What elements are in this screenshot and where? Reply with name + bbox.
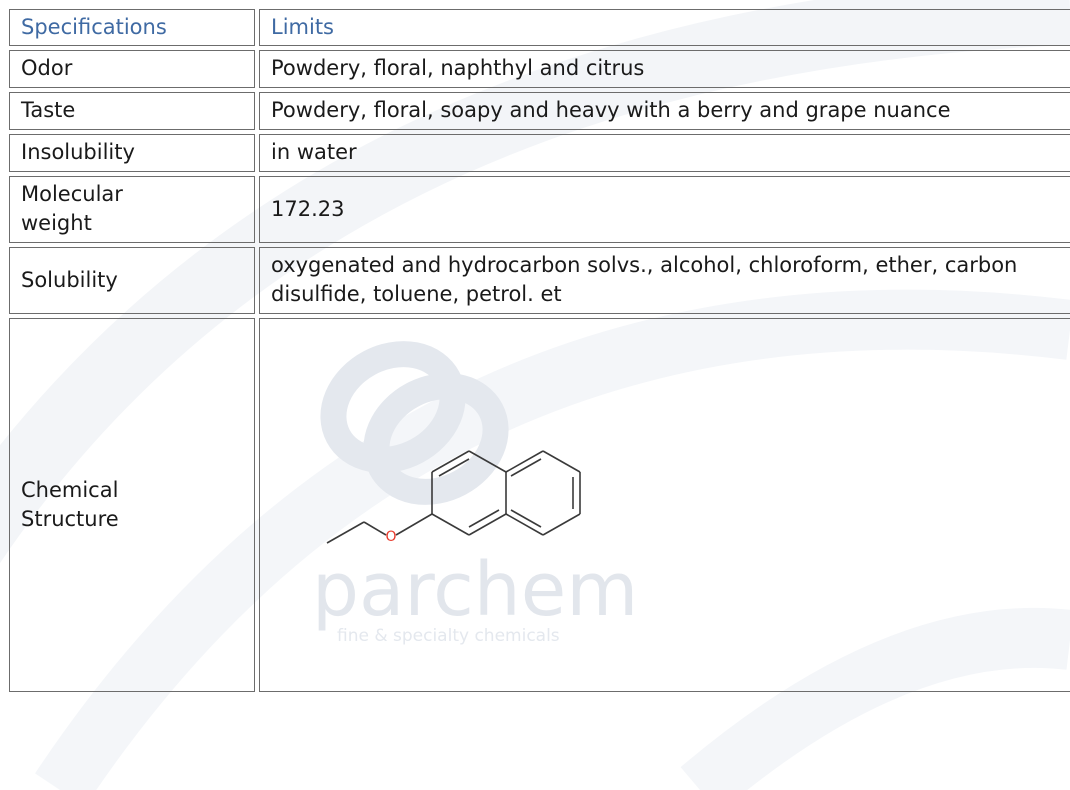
watermark-tagline: fine & specialty chemicals xyxy=(337,626,560,646)
oxygen-atom-label: O xyxy=(385,529,396,545)
spec-limit: in water xyxy=(259,134,1070,172)
spec-name: Solubility xyxy=(9,247,255,314)
spec-name: Insolubility xyxy=(9,134,255,172)
spec-limit: Powdery, floral, soapy and heavy with a … xyxy=(259,92,1070,130)
spec-name: Molecular weight xyxy=(9,176,255,243)
specifications-table: Specifications Limits Odor Powdery, flor… xyxy=(5,5,1070,696)
spec-limit: 172.23 xyxy=(259,176,1070,243)
table-header-row: Specifications Limits xyxy=(9,9,1070,46)
table-row: Insolubility in water xyxy=(9,134,1070,172)
table-row: Solubility oxygenated and hydrocarbon so… xyxy=(9,247,1070,314)
spec-name: Taste xyxy=(9,92,255,130)
chemical-structure-cell: parchem fine & specialty chemicals xyxy=(259,318,1070,692)
watermark-logo xyxy=(320,341,509,505)
table-row: Chemical Structure parchem fine & specia… xyxy=(9,318,1070,692)
header-specifications: Specifications xyxy=(9,9,255,46)
watermark-brand: parchem xyxy=(312,547,638,633)
chemical-structure-image: parchem fine & specialty chemicals xyxy=(312,341,638,646)
table-row: Molecular weight 172.23 xyxy=(9,176,1070,243)
table-row: Odor Powdery, floral, naphthyl and citru… xyxy=(9,50,1070,88)
spec-name: Chemical Structure xyxy=(9,318,255,692)
spec-name: Odor xyxy=(9,50,255,88)
spec-limit: oxygenated and hydrocarbon solvs., alcoh… xyxy=(259,247,1070,314)
molecule-bonds xyxy=(326,450,581,544)
header-limits: Limits xyxy=(259,9,1070,46)
table-row: Taste Powdery, floral, soapy and heavy w… xyxy=(9,92,1070,130)
spec-limit: Powdery, floral, naphthyl and citrus xyxy=(259,50,1070,88)
